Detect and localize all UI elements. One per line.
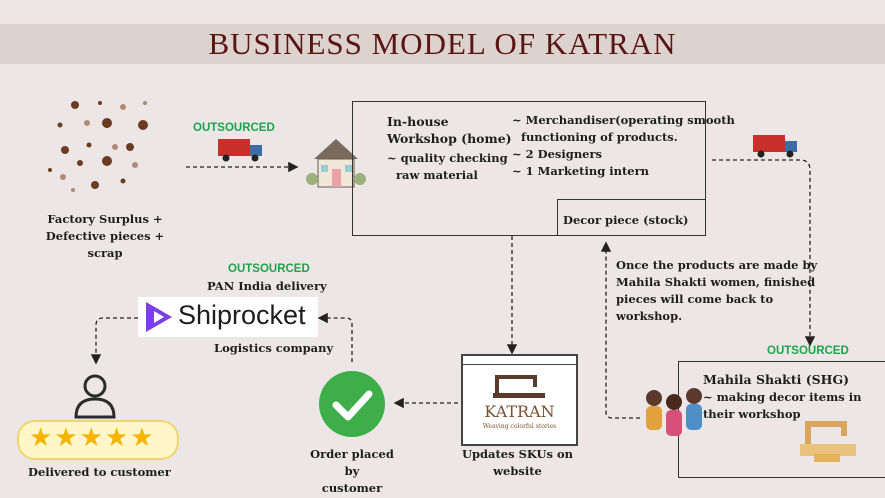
website-window: KATRAN Weaving colorful stories [461, 354, 578, 446]
outsourced-label-1: OUTSOURCED [193, 122, 275, 134]
workshop-box [352, 101, 706, 236]
checkmark-icon [319, 371, 385, 437]
website-tagline: Weaving colorful stories [482, 423, 557, 430]
logistics-caption: Logistics company [214, 341, 334, 355]
workshop-quality: ~ quality checking raw material [387, 150, 508, 184]
decor-label: Decor piece (stock) [563, 213, 689, 227]
title-banner [0, 24, 885, 64]
sewing-machine-logo-icon [493, 375, 545, 398]
pan-india-label: PAN India delivery [207, 279, 327, 293]
shg-desc-line-2: their workshop [703, 407, 801, 421]
scrap-dots-icon [48, 101, 148, 192]
staff-line-4: ~ 1 Marketing intern [512, 164, 650, 178]
shg-title: Mahila Shakti (SHG) [703, 372, 850, 387]
website-caption: Updates SKUs on website [455, 446, 580, 480]
shiprocket-logo: Shiprocket [138, 297, 318, 337]
arrow-shiprocket-to-customer [90, 317, 138, 365]
order-line-1: Order placed by [310, 447, 394, 478]
sewing-machine-icon [800, 421, 856, 462]
order-caption: Order placed by customer [302, 446, 402, 497]
women-group-icon [646, 388, 702, 436]
shiprocket-play-icon [146, 302, 172, 332]
delivered-caption: Delivered to customer [28, 465, 171, 479]
shg-desc: ~ making decor items in their workshop [703, 389, 861, 423]
staff-line-2: functioning of products. [521, 130, 678, 144]
return-note-line-4: workshop. [616, 309, 683, 323]
website-caption-line-1: Updates SKUs on [461, 447, 574, 461]
shg-desc-line-1: ~ making decor items in [703, 390, 862, 404]
quality-line-1: ~ quality checking [387, 151, 508, 165]
website-caption-line-2: website [493, 464, 542, 478]
factory-line-1: Factory Surplus + [47, 212, 163, 226]
user-icon [74, 374, 116, 419]
website-brand: KATRAN [484, 402, 555, 421]
rating-box: ★★★★★ [17, 420, 179, 460]
order-line-2: customer [321, 481, 383, 495]
decor-box [557, 199, 706, 236]
star-rating-icon: ★★★★★ [29, 423, 156, 453]
return-note-line-1: Once the products are made by [616, 258, 818, 272]
workshop-staff: ~ Merchandiser(operating smooth function… [512, 112, 735, 180]
factory-caption: Factory Surplus + Defective pieces + scr… [30, 211, 180, 262]
workshop-heading-1: In-house [387, 114, 449, 129]
shiprocket-name: Shiprocket [178, 300, 306, 330]
staff-line-1: ~ Merchandiser(operating smooth [512, 113, 735, 127]
factory-line-2: Defective pieces + scrap [45, 229, 165, 260]
workshop-heading: In-house Workshop (home) [387, 113, 512, 147]
return-note-line-3: pieces will come back to [616, 292, 774, 306]
house-icon [306, 139, 366, 188]
return-note-line-2: Mahila Shakti women, finished [616, 275, 816, 289]
quality-line-2: raw material [396, 168, 478, 182]
truck-icon [218, 139, 262, 162]
outsourced-label-3: OUTSOURCED [767, 345, 849, 357]
browser-toolbar [463, 356, 576, 365]
arrow-shg-to-workshop [600, 241, 640, 419]
truck-icon-2 [753, 135, 797, 158]
return-note: Once the products are made by Mahila Sha… [616, 257, 817, 325]
arrow-order-to-shiprocket [317, 312, 353, 362]
workshop-heading-2: Workshop (home) [387, 131, 512, 146]
page-title: BUSINESS MODEL OF KATRAN [208, 26, 677, 61]
staff-line-3: ~ 2 Designers [512, 147, 603, 161]
outsourced-label-2: OUTSOURCED [228, 263, 310, 275]
